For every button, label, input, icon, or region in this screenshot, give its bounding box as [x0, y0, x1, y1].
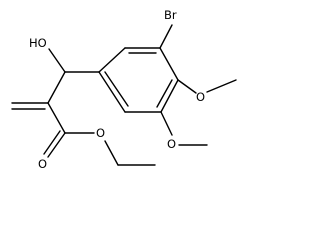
ester-oxygen-label: O — [96, 126, 105, 140]
alkene-to-carbonyl-bond — [47, 102, 66, 134]
benzene-ring — [98, 47, 179, 113]
bromine-atom-label: Br — [164, 8, 177, 22]
carbonyl-oxygen-label: O — [38, 157, 47, 171]
methoxy-oxygen-1-label: O — [196, 90, 205, 104]
carbinol-oh-bond — [48, 48, 66, 73]
methoxy-o-bond-1 — [177, 79, 197, 94]
ring-bond-6 — [98, 71, 126, 113]
ring-bond-1 — [98, 47, 126, 73]
carbonyl-double-bond-inner — [43, 130, 61, 155]
ring-bond-6-inner — [104, 71, 129, 107]
carbonyl-double-bond-outer — [47, 132, 66, 158]
methoxy-methyl-bond-1 — [206, 79, 237, 93]
ring-bond-4-inner — [156, 79, 173, 108]
carbinol-to-alkene-bond — [47, 71, 66, 104]
methoxy-o-bond-2 — [160, 111, 173, 136]
methoxy-oxygen-2-label: O — [167, 137, 176, 151]
ring-bond-4 — [160, 79, 179, 113]
ring-bond-3 — [159, 47, 179, 81]
bromo-bond — [159, 24, 173, 49]
chemical-structure: Br O O HO O O — [11, 8, 237, 171]
ester-o-to-ch2-bond — [104, 140, 119, 166]
hydroxyl-label: HO — [29, 36, 47, 50]
